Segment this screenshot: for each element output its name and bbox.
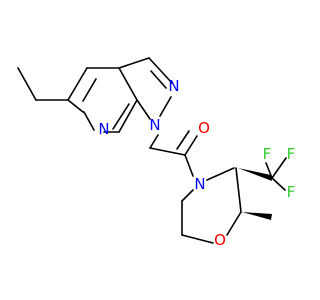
carbonyl-oxygen-label: O [198, 119, 210, 137]
bond-lines [17, 57, 287, 244]
pyrazole-n1-label: N [149, 116, 160, 134]
fluorine-label-1: F [263, 145, 272, 163]
pyridine-nitrogen-label: N [98, 120, 109, 138]
pyrazole-n2-label: N [168, 77, 179, 95]
fluorine-label-2: F [287, 145, 296, 163]
fluorine-label-3: F [287, 183, 296, 201]
molecule-structure-diagram: N N N O N O F F F [17, 57, 295, 249]
atom-labels: N N N O N O F F F [98, 77, 295, 249]
morpholine-oxygen-label: O [214, 231, 226, 249]
morpholine-nitrogen-label: N [194, 175, 205, 193]
